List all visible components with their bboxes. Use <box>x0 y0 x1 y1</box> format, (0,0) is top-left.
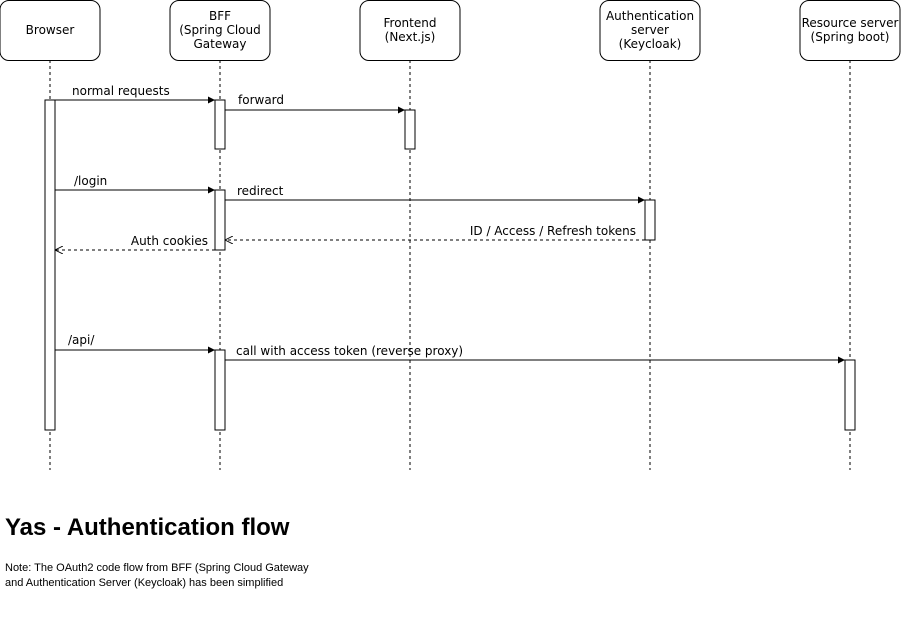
message-auth-cookies: Auth cookies <box>55 234 215 250</box>
actor-label: Frontend(Next.js) <box>384 16 437 44</box>
actor-label: Browser <box>26 23 75 37</box>
message-label: /api/ <box>68 333 95 347</box>
actor-box <box>799 0 901 61</box>
message-api: /api/ <box>55 333 215 354</box>
message-label: Auth cookies <box>131 234 208 248</box>
message-normal-requests: normal requests <box>55 84 215 104</box>
actor-label: Resource server(Spring boot) <box>802 16 899 44</box>
message-label: normal requests <box>72 84 170 98</box>
diagram-title: Yas - Authentication flow <box>5 514 290 541</box>
frontend-activation-bar <box>404 109 416 150</box>
actor-box <box>0 0 101 61</box>
message-label: call with access token (reverse proxy) <box>236 344 463 358</box>
actor-box <box>169 0 271 61</box>
bff-activation-bar <box>214 189 226 251</box>
message-tokens: ID / Access / Refresh tokens <box>225 224 645 240</box>
actor-box <box>599 0 701 61</box>
message-forward: forward <box>225 93 405 114</box>
browser-activation-bar <box>44 99 56 431</box>
auth-activation-bar <box>644 199 656 241</box>
bff-activation-bar <box>214 99 226 150</box>
bff-activation-bar <box>214 349 226 431</box>
message-label: /login <box>74 174 107 188</box>
message-login: /login <box>55 174 215 194</box>
actor-resource: Resource server(Spring boot) <box>799 0 901 61</box>
message-label: ID / Access / Refresh tokens <box>470 224 636 238</box>
message-redirect: redirect <box>225 184 645 204</box>
actor-frontend: Frontend(Next.js) <box>359 0 461 61</box>
actor-browser: Browser <box>0 0 101 61</box>
resource-activation-bar <box>844 359 856 431</box>
message-call-access-token: call with access token (reverse proxy) <box>225 344 845 364</box>
message-label: forward <box>238 93 284 107</box>
actor-box <box>359 0 461 61</box>
message-label: redirect <box>237 184 284 198</box>
diagram-note: Note: The OAuth2 code flow from BFF (Spr… <box>5 562 309 589</box>
